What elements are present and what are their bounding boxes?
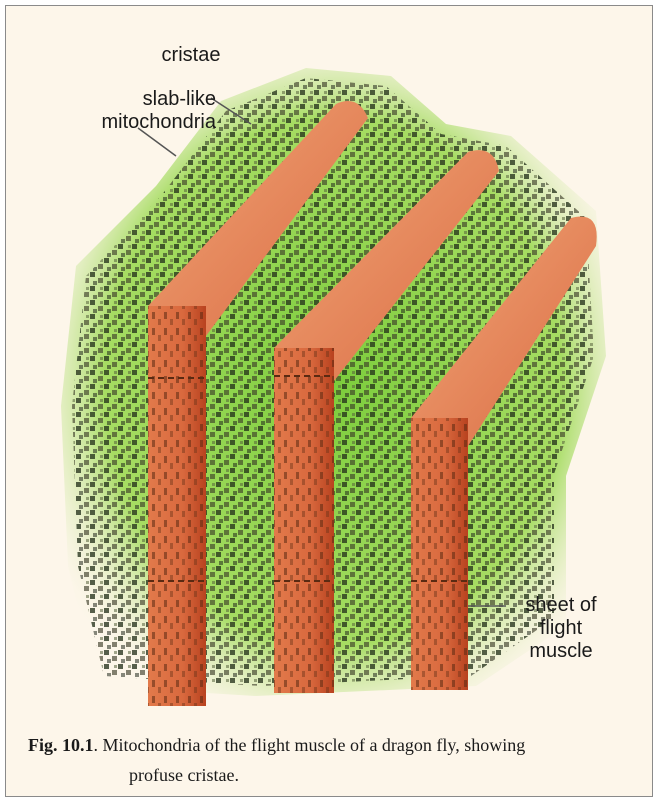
flight-muscle-label-line2: flight: [506, 617, 616, 640]
caption-text-line2: profuse cristae.: [28, 760, 653, 790]
figure-caption: Fig. 10.1. Mitochondria of the flight mu…: [28, 730, 653, 790]
mitochondria-label-line2: mitochondria: [66, 111, 216, 134]
mitochondria-label: slab-like mitochondria: [66, 88, 216, 134]
flight-muscle-label-line3: muscle: [506, 640, 616, 663]
figure-number: Fig. 10.1: [28, 735, 94, 755]
flight-muscle-label: sheet of flight muscle: [506, 594, 616, 663]
mitochondria-label-line1: slab-like: [66, 88, 216, 111]
figure-frame: cristae slab-like mitochondria sheet of …: [5, 5, 653, 797]
caption-text-line1: . Mitochondria of the flight muscle of a…: [94, 735, 526, 755]
flight-muscle-label-line1: sheet of: [506, 594, 616, 617]
cristae-label: cristae: [146, 44, 236, 67]
